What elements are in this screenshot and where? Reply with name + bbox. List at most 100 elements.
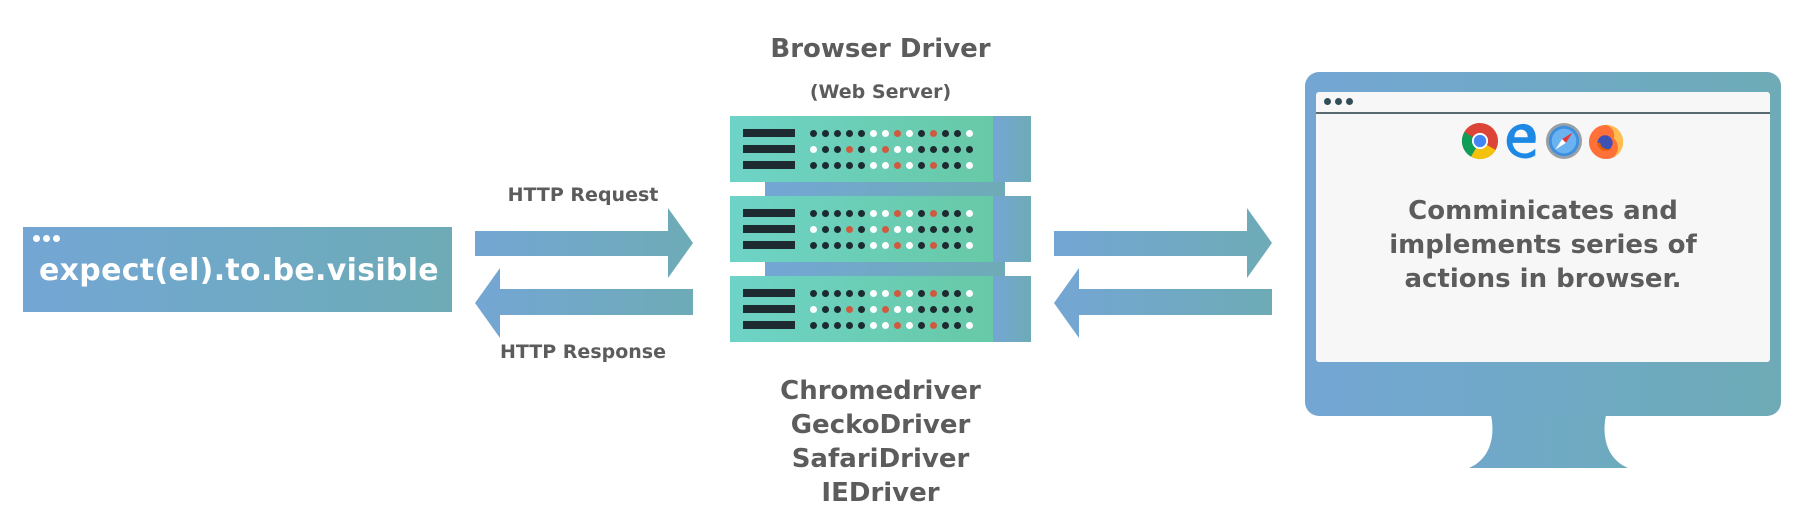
edge-icon xyxy=(1506,123,1536,159)
code-text: expect(el).to.be.visible xyxy=(39,253,439,288)
led-indicator xyxy=(954,130,961,137)
led-indicator xyxy=(882,146,889,153)
led-indicator xyxy=(906,130,913,137)
led-indicator xyxy=(834,210,841,217)
led-indicator xyxy=(822,146,829,153)
led-indicator xyxy=(810,306,817,313)
led-indicator xyxy=(834,242,841,249)
led-indicator xyxy=(858,306,865,313)
driver-item: IEDriver xyxy=(821,478,940,508)
server-side xyxy=(993,196,1031,262)
led-indicator xyxy=(810,322,817,329)
led-indicator xyxy=(942,130,949,137)
led-indicator xyxy=(834,130,841,137)
request-arrow-right xyxy=(1054,208,1272,278)
led-indicator xyxy=(942,210,949,217)
led-indicator xyxy=(918,322,925,329)
led-indicator xyxy=(858,130,865,137)
led-indicator xyxy=(966,130,973,137)
led-indicator xyxy=(942,146,949,153)
led-indicator xyxy=(834,306,841,313)
led-indicator xyxy=(846,210,853,217)
led-indicator xyxy=(810,290,817,297)
led-indicator xyxy=(870,162,877,169)
led-indicator xyxy=(930,290,937,297)
led-indicator xyxy=(918,210,925,217)
server-side xyxy=(993,116,1031,182)
browser-window: Comminicates and implements series of ac… xyxy=(1316,92,1770,362)
led-indicator xyxy=(870,130,877,137)
led-indicator xyxy=(870,306,877,313)
led-indicator xyxy=(858,322,865,329)
led-indicator xyxy=(846,130,853,137)
led-indicator xyxy=(822,322,829,329)
led-indicator xyxy=(918,306,925,313)
monitor-description: Comminicates and implements series of ac… xyxy=(1316,194,1770,296)
led-indicator xyxy=(954,306,961,313)
led-indicator xyxy=(894,226,901,233)
led-indicator xyxy=(906,242,913,249)
led-indicator xyxy=(822,162,829,169)
led-indicator xyxy=(942,242,949,249)
led-indicator xyxy=(882,322,889,329)
led-indicator xyxy=(966,322,973,329)
led-indicator xyxy=(870,226,877,233)
led-indicator xyxy=(906,162,913,169)
description-line: Comminicates and xyxy=(1408,196,1678,226)
led-indicator xyxy=(894,162,901,169)
server-face xyxy=(730,276,993,342)
http-response-label: HTTP Response xyxy=(500,341,666,363)
http-request-label: HTTP Request xyxy=(507,184,659,206)
rack-connector xyxy=(765,262,1005,278)
led-indicator xyxy=(930,210,937,217)
driver-item: Chromedriver xyxy=(780,376,981,406)
led-indicator xyxy=(930,226,937,233)
led-indicator xyxy=(930,306,937,313)
led-indicator xyxy=(822,242,829,249)
led-indicator xyxy=(942,322,949,329)
led-indicator xyxy=(930,322,937,329)
led-indicator xyxy=(966,162,973,169)
monitor: Comminicates and implements series of ac… xyxy=(1305,72,1781,416)
led-row xyxy=(810,306,973,313)
led-indicator xyxy=(894,130,901,137)
led-indicator xyxy=(882,306,889,313)
led-row xyxy=(810,242,973,249)
led-indicator xyxy=(846,242,853,249)
browser-driver-title: Browser Driver xyxy=(770,34,991,64)
driver-list: Chromedriver GeckoDriver SafariDriver IE… xyxy=(730,374,1031,510)
code-window: expect(el).to.be.visible xyxy=(23,227,452,312)
led-indicator xyxy=(810,162,817,169)
led-indicator xyxy=(870,290,877,297)
server-face xyxy=(730,116,993,182)
led-indicator xyxy=(858,290,865,297)
server-unit xyxy=(730,116,1031,182)
vent-slat xyxy=(743,145,795,153)
led-indicator xyxy=(822,210,829,217)
led-indicator xyxy=(918,226,925,233)
led-indicator xyxy=(894,210,901,217)
led-row xyxy=(810,130,973,137)
led-indicator xyxy=(870,322,877,329)
led-indicator xyxy=(918,162,925,169)
led-indicator xyxy=(882,242,889,249)
led-indicator xyxy=(918,146,925,153)
led-indicator xyxy=(822,226,829,233)
led-indicator xyxy=(954,242,961,249)
rack-connector xyxy=(765,181,1005,197)
led-indicator xyxy=(846,322,853,329)
driver-item: SafariDriver xyxy=(791,444,970,474)
vent-slat xyxy=(743,129,795,137)
led-indicator xyxy=(906,322,913,329)
vent-slat xyxy=(743,209,795,217)
led-indicator xyxy=(966,306,973,313)
window-dots-icon xyxy=(1324,98,1353,105)
led-indicator xyxy=(966,226,973,233)
vent-slat xyxy=(743,161,795,169)
led-row xyxy=(810,290,973,297)
led-indicator xyxy=(858,210,865,217)
led-indicator xyxy=(846,226,853,233)
server-unit xyxy=(730,196,1031,262)
led-indicator xyxy=(930,162,937,169)
led-row xyxy=(810,226,973,233)
